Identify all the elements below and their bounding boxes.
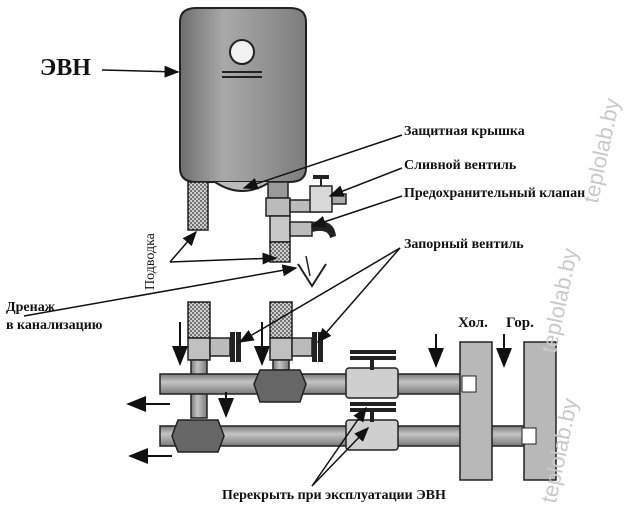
tee-fitting-cold xyxy=(171,419,225,453)
tank-inlet-stub xyxy=(267,181,289,199)
cold-riser xyxy=(459,341,493,481)
label-protective-cover: Защитная крышка xyxy=(404,124,525,139)
tee-fitting-hot xyxy=(253,369,307,403)
label-shutoff-valve: Запорный вентиль xyxy=(404,237,524,252)
thermostat-dial-icon xyxy=(229,39,255,65)
label-hot: Гор. xyxy=(506,315,534,331)
water-heater-tank xyxy=(179,7,307,192)
label-drain-line1: Дренаж xyxy=(6,300,55,315)
flex-hose-cold-top xyxy=(187,181,209,231)
hot-riser xyxy=(523,341,557,481)
drain-valve-body xyxy=(309,185,333,213)
safety-valve-lever-icon xyxy=(312,221,336,238)
upper-main-pipe xyxy=(159,373,481,395)
label-close-note: Перекрыть при эксплуатации ЭВН xyxy=(222,488,446,503)
label-cold: Хол. xyxy=(458,315,488,331)
main-valve-upper xyxy=(345,350,399,399)
drain-funnel-icon xyxy=(297,263,327,288)
protective-cover-shape xyxy=(214,181,271,192)
label-evn: ЭВН xyxy=(40,55,91,81)
leader-lines xyxy=(23,65,403,487)
flow-arrows xyxy=(126,322,512,464)
label-drain-line2: в канализацию xyxy=(6,318,103,333)
flex-hose-hot-top xyxy=(269,241,291,263)
hot-drop-pipe xyxy=(272,359,290,371)
safety-valve-assembly xyxy=(265,175,347,288)
label-supply: Подводка xyxy=(143,233,158,290)
label-drain-valve: Сливной вентиль xyxy=(404,158,517,173)
label-safety-valve: Предохранительный клапан xyxy=(404,186,586,201)
shutoff-valve-cold xyxy=(187,301,241,362)
shutoff-valve-hot xyxy=(269,301,323,362)
